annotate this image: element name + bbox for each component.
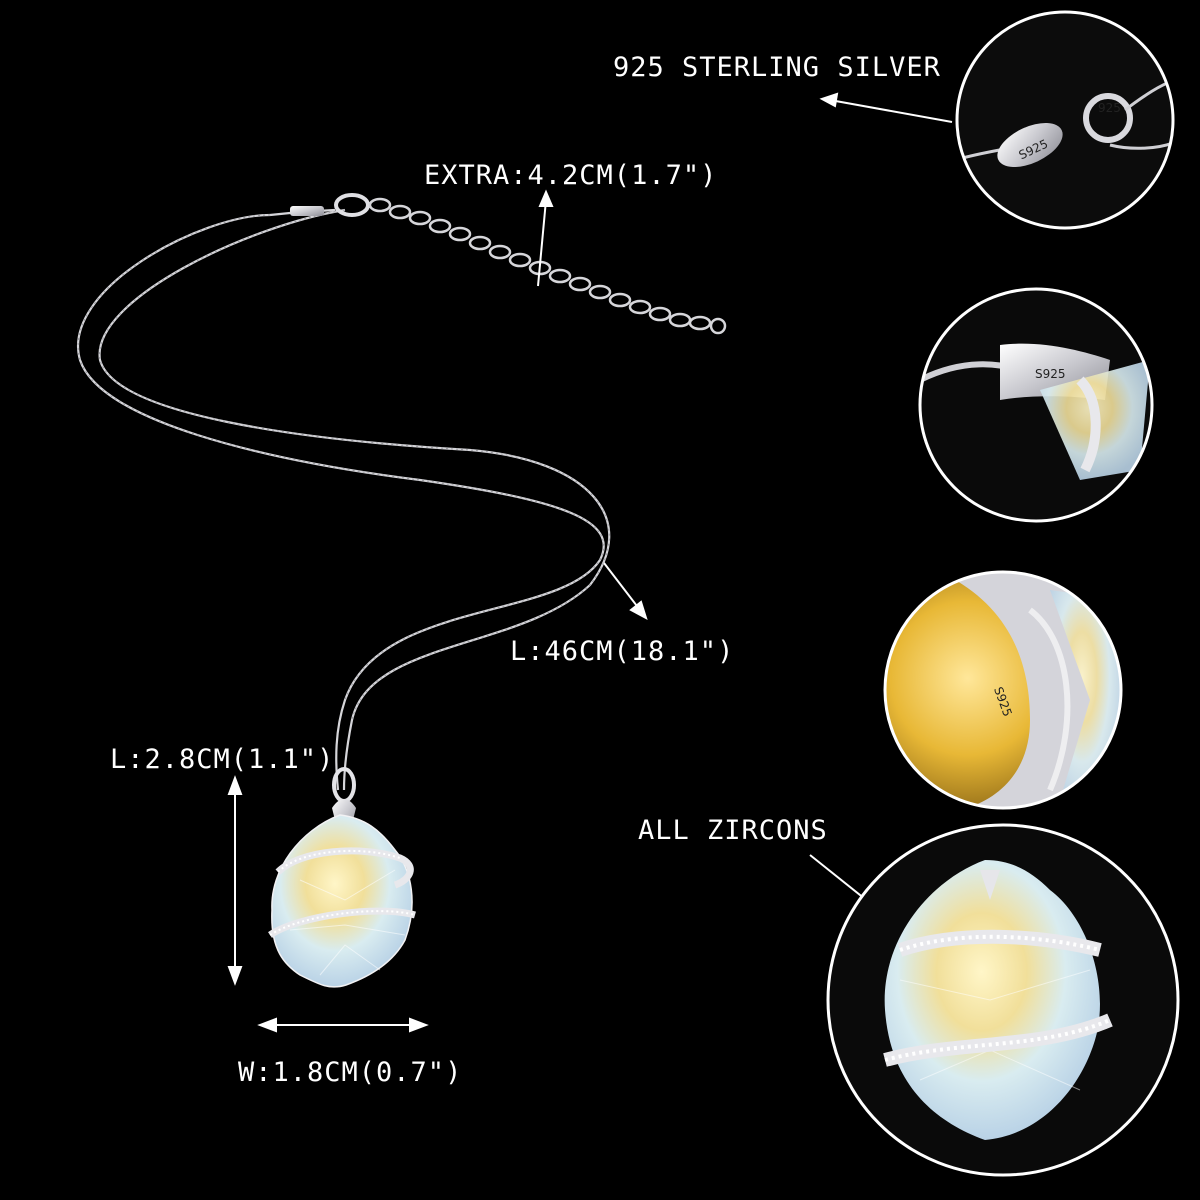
chain-texture	[77, 209, 610, 721]
chain-length-label: L:46CM(18.1")	[510, 636, 735, 667]
dimension-lines	[227, 92, 953, 1033]
sterling-silver-label: 925 STERLING SILVER	[613, 52, 941, 83]
lobster-clasp	[290, 193, 370, 217]
extra-length-label: EXTRA:4.2CM(1.7")	[424, 160, 718, 191]
detail-circle-bail: S925	[918, 287, 1154, 523]
pendant-width-label: W:1.8CM(0.7")	[238, 1057, 463, 1088]
detail-circle-back: S925	[883, 570, 1123, 810]
extender-chain	[368, 197, 727, 335]
detail-circle-zircons	[826, 823, 1180, 1177]
pendant	[268, 767, 416, 988]
all-zircons-label: ALL ZIRCONS	[638, 815, 828, 846]
necklace-chain	[77, 208, 611, 791]
ring-mark-text: 925	[1098, 101, 1121, 115]
bail-mark-text: S925	[1035, 367, 1066, 381]
crystal	[271, 814, 413, 988]
detail-circle-clasp: S925 925	[955, 10, 1175, 230]
pendant-length-label: L:2.8CM(1.1")	[110, 744, 335, 775]
